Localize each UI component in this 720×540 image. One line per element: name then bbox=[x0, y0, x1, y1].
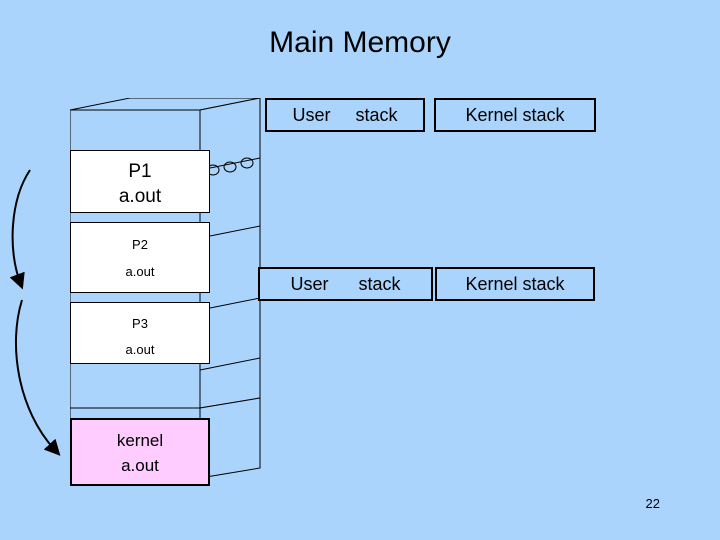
kernel-stack-box-bottom: Kernel stack bbox=[435, 267, 595, 301]
process-p2-name: P2 bbox=[132, 237, 148, 252]
kernel-name: kernel bbox=[116, 431, 164, 450]
process-p1-name: P1 bbox=[128, 161, 152, 182]
process-box-p3: P3 a.out bbox=[70, 302, 210, 364]
stack-row-bottom: User stack Kernel stack bbox=[258, 267, 595, 301]
kernel-binary: a.out bbox=[121, 456, 159, 475]
p1-to-p3-curve-arrow bbox=[9, 169, 31, 290]
process-box-kernel: kernel a.out bbox=[70, 418, 210, 486]
kernel-stack-box-top: Kernel stack bbox=[434, 98, 596, 132]
process-p1-binary: a.out bbox=[118, 186, 162, 207]
user-stack-box-bottom: User stack bbox=[258, 267, 433, 301]
process-box-p1: P1 a.out bbox=[70, 150, 210, 213]
process-box-p2: P2 a.out bbox=[70, 222, 210, 293]
page-title: Main Memory bbox=[269, 26, 451, 59]
p3-to-kernel-curve-arrow bbox=[14, 299, 61, 456]
stack-row-top: User stack Kernel stack bbox=[265, 98, 596, 132]
user-stack-box-top: User stack bbox=[265, 98, 425, 132]
process-p2-binary: a.out bbox=[125, 264, 155, 279]
process-p3-binary: a.out bbox=[125, 342, 155, 357]
page-number: 22 bbox=[645, 496, 660, 511]
process-p3-name: P3 bbox=[132, 316, 148, 331]
